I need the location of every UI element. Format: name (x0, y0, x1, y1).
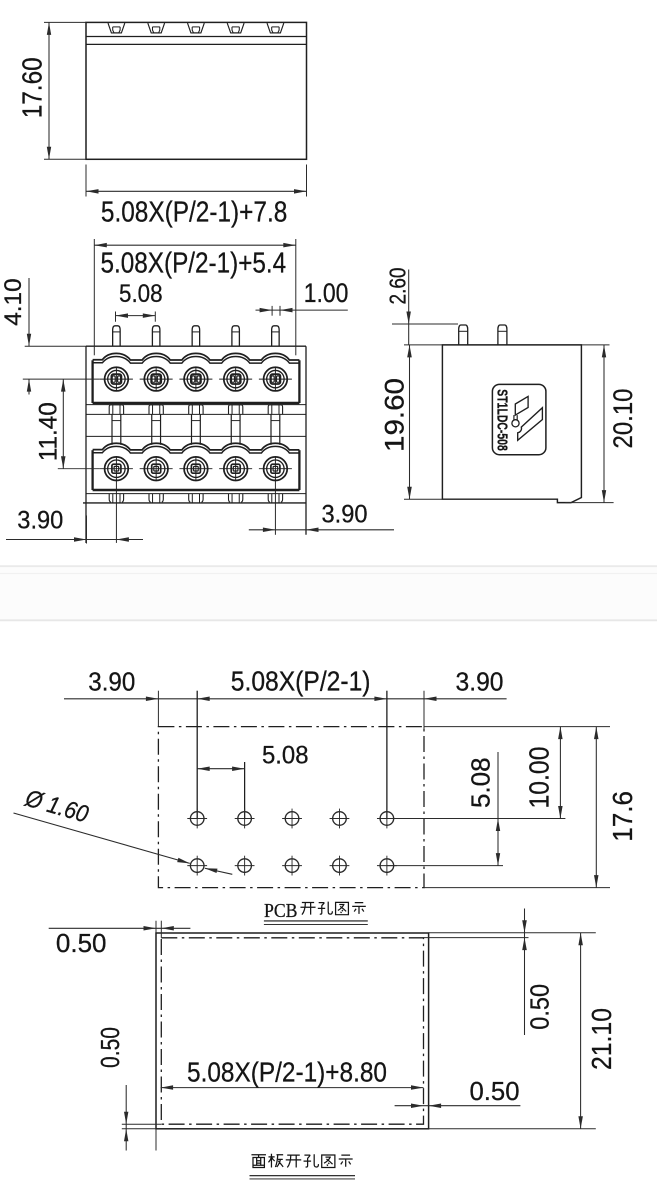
svg-text:3.90: 3.90 (17, 507, 63, 535)
svg-text:5.08: 5.08 (119, 280, 163, 308)
svg-text:2.60: 2.60 (384, 268, 410, 305)
svg-text:0.50: 0.50 (95, 1027, 125, 1068)
svg-text:5.08: 5.08 (262, 741, 309, 769)
svg-text:ST1LDC-508: ST1LDC-508 (493, 389, 509, 451)
svg-text:5.08X(P/2-1)+7.8: 5.08X(P/2-1)+7.8 (101, 197, 287, 229)
svg-text:1.00: 1.00 (304, 278, 349, 308)
svg-text:10.00: 10.00 (524, 747, 555, 809)
svg-text:3.90: 3.90 (88, 667, 135, 697)
svg-text:4.10: 4.10 (0, 278, 27, 326)
svg-text:17.6: 17.6 (607, 791, 638, 842)
svg-text:3.90: 3.90 (456, 666, 504, 696)
svg-text:20.10: 20.10 (608, 389, 638, 449)
svg-text:3.90: 3.90 (322, 501, 368, 529)
svg-text:17.60: 17.60 (17, 57, 48, 118)
svg-text:5.08X(P/2-1): 5.08X(P/2-1) (231, 666, 371, 697)
svg-text:PCB: PCB (264, 901, 298, 922)
svg-text:0.50: 0.50 (56, 928, 107, 958)
svg-text:0.50: 0.50 (525, 984, 555, 1030)
svg-text:11.40: 11.40 (34, 402, 62, 461)
svg-text:5.08X(P/2-1)+8.80: 5.08X(P/2-1)+8.80 (187, 1057, 387, 1088)
svg-text:5.08X(P/2-1)+5.4: 5.08X(P/2-1)+5.4 (101, 247, 287, 279)
svg-text:5.08: 5.08 (466, 757, 496, 808)
svg-text:19.60: 19.60 (379, 378, 409, 452)
svg-text:21.10: 21.10 (586, 1008, 617, 1070)
svg-text:0.50: 0.50 (470, 1076, 520, 1106)
